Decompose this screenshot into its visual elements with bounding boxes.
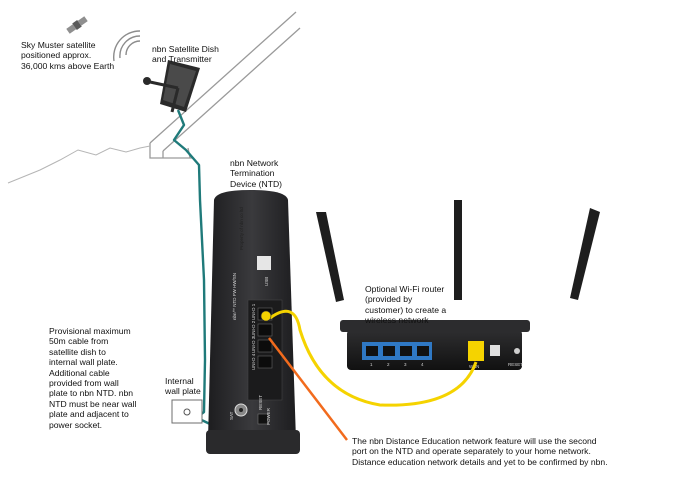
cable-note: Provisional maximum 50m cable from satel… (49, 326, 137, 430)
ntd-port-label-3: UNI-D 3 (251, 336, 256, 353)
signal-waves-icon (112, 30, 141, 62)
dish-label: nbn Satellite Dish and Transmitter (152, 44, 219, 65)
router-lan-ports (366, 346, 429, 356)
education-pointer-arrow (268, 337, 348, 441)
wall-plate-label: Internal wall plate (165, 376, 201, 397)
satellite-label: Sky Muster satellite positioned approx. … (21, 40, 115, 71)
router-port-label-1: 1 (370, 362, 373, 367)
hills-outline (7, 145, 151, 184)
router-port-label-4: 4 (421, 362, 424, 367)
ntd-serial-label: nbn™ NTD FW HW/SN (232, 273, 237, 320)
ntd-port-label-1: UNI-D 1 (251, 303, 256, 320)
satellite-icon (66, 16, 88, 34)
education-note: The nbn Distance Education network featu… (352, 436, 608, 467)
ntd-label: nbn Network Termination Device (NTD) (230, 158, 283, 189)
wall-plate (171, 399, 203, 424)
ntd-port-label-4: UNI-D 4 (251, 353, 256, 370)
ntd-power-label: POWER (266, 407, 271, 425)
wifi-router (316, 200, 600, 370)
router-port-label-2: 2 (387, 362, 390, 367)
ethernet-cable (269, 309, 478, 407)
router-reset-label: RESET (508, 362, 523, 367)
router-label: Optional Wi-Fi router (provided by custo… (365, 284, 447, 326)
router-port-label-3: 3 (404, 362, 407, 367)
ntd-sticker-label: Property of nbn co ltd (239, 207, 244, 250)
satellite-dish-icon (143, 60, 200, 113)
ntd-reset-label: RESET (258, 395, 263, 410)
ntd-sat-label: SAT (229, 411, 234, 420)
ntd-port-label-2: UNI-D 2 (251, 320, 256, 337)
ntd-usb-label: USB (264, 277, 269, 286)
ntd-device (206, 190, 300, 454)
ntd-panel (247, 299, 283, 401)
